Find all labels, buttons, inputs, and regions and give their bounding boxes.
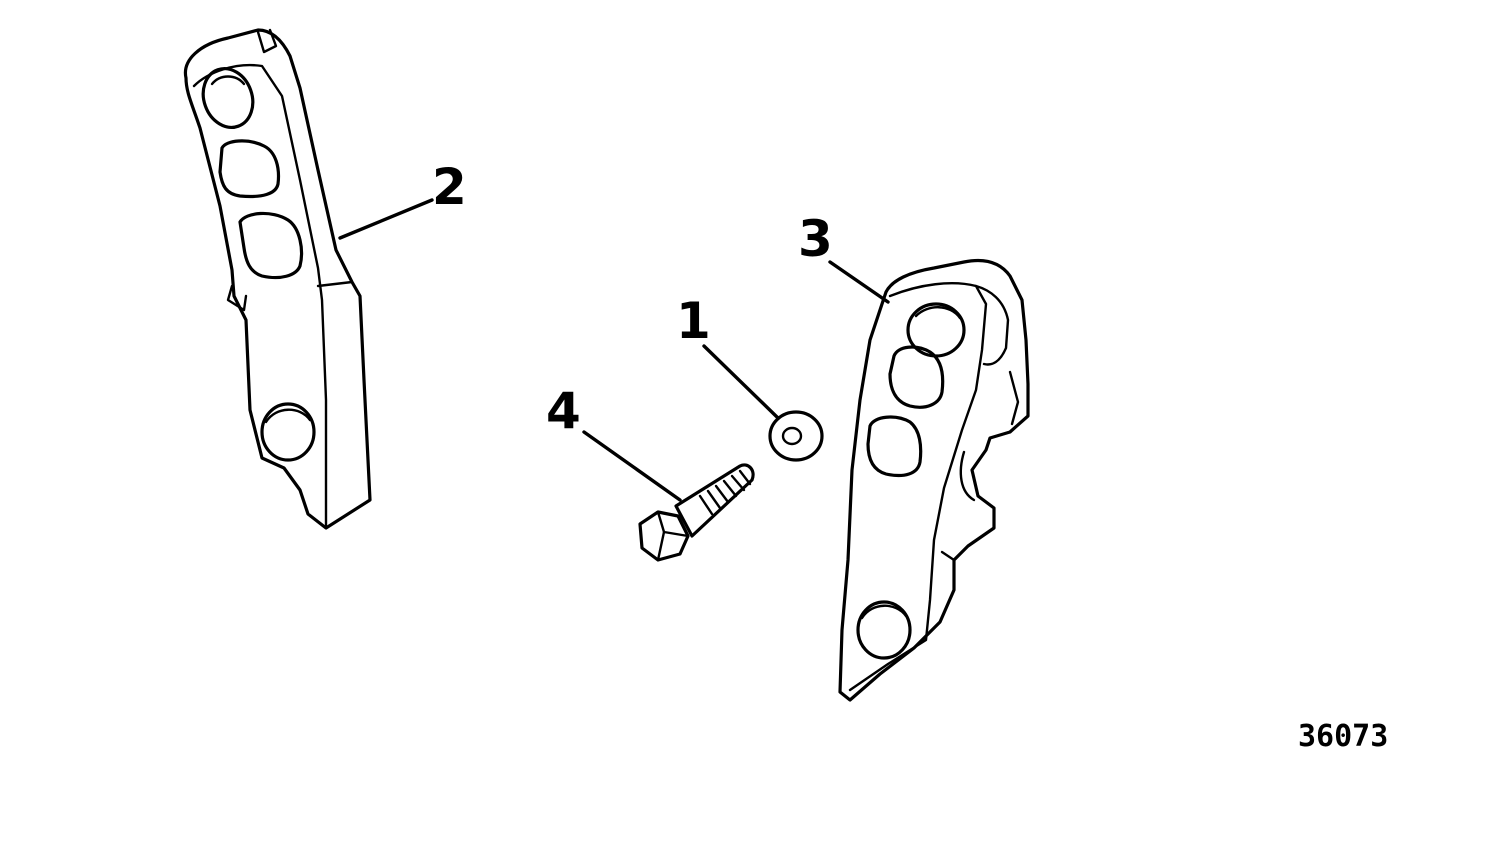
callout-bracket-right: 3 <box>798 210 833 268</box>
callout-washer: 1 <box>676 292 711 350</box>
callout-bracket-left: 2 <box>432 158 467 216</box>
figure-number: 36073 <box>1298 719 1388 754</box>
bracket-right <box>838 258 1030 702</box>
washer <box>768 410 824 462</box>
bolt <box>638 463 755 562</box>
leader-line-bracket-left <box>338 198 434 240</box>
bracket-left <box>183 28 372 530</box>
leader-line-bolt <box>582 430 682 502</box>
leader-line-bracket-right <box>828 260 890 304</box>
leader-line-washer <box>702 344 780 420</box>
callout-bolt: 4 <box>546 382 581 440</box>
